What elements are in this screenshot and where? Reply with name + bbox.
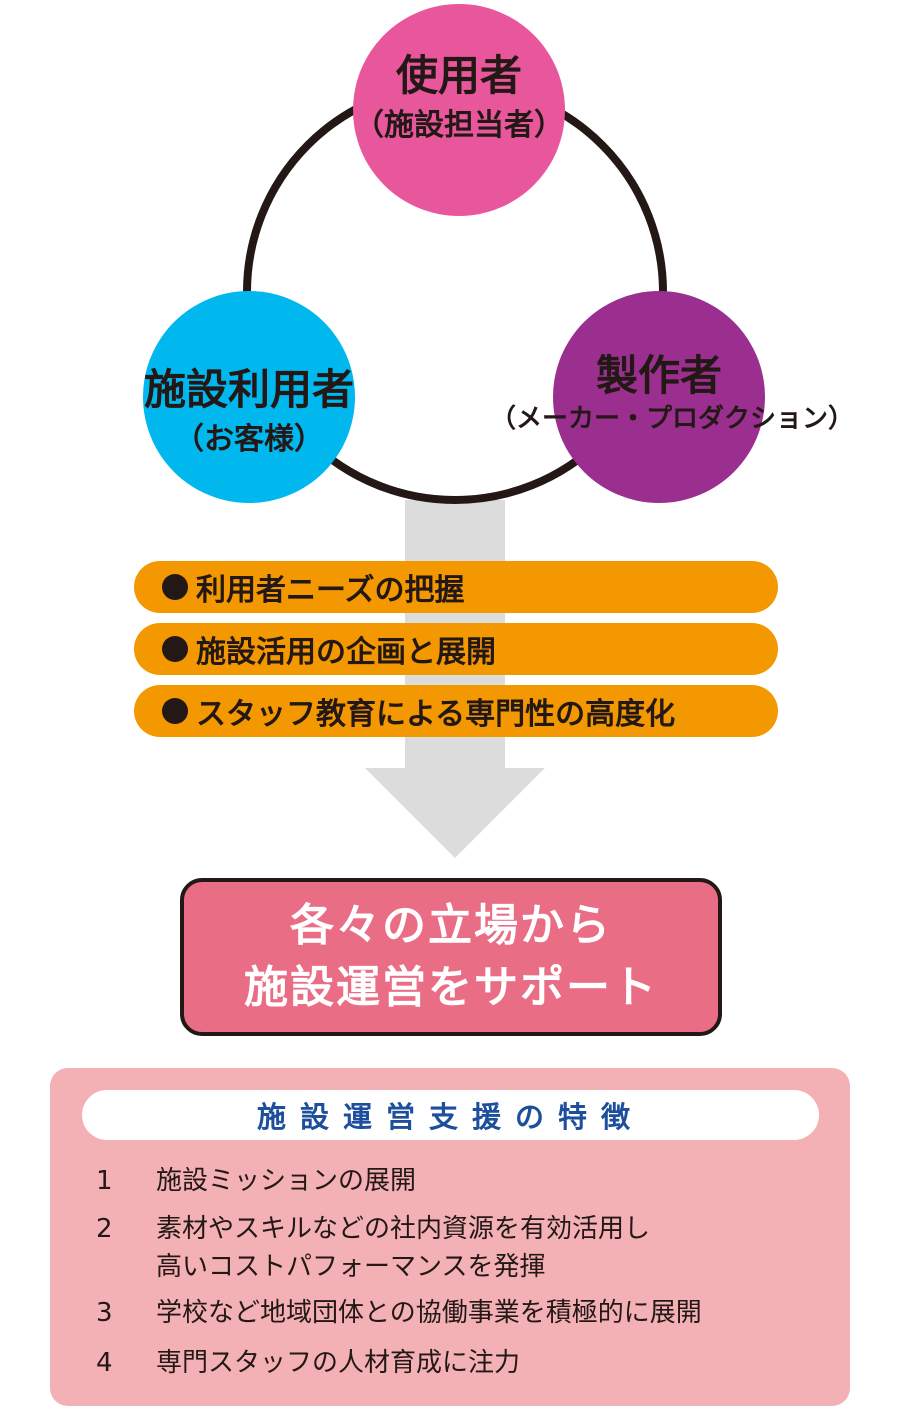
feature-number: 1 bbox=[96, 1166, 113, 1196]
result-box: 各々の立場から 施設運営をサポート bbox=[180, 878, 722, 1036]
role-pill-3: スタッフ教育による専門性の高度化 bbox=[134, 685, 778, 737]
result-line-2: 施設運営をサポート bbox=[244, 962, 658, 1013]
visitor-node-subtitle: （お客様） bbox=[174, 422, 324, 457]
maker-node-circle bbox=[553, 291, 765, 503]
user-node-subtitle: （施設担当者） bbox=[354, 108, 564, 143]
user-node-circle bbox=[353, 4, 565, 216]
role-pill-2: 施設活用の企画と展開 bbox=[134, 623, 778, 675]
bullet-icon bbox=[162, 698, 188, 724]
feature-item-1: 1 施設ミッションの展開 bbox=[96, 1162, 416, 1200]
role-pill-label: 利用者ニーズの把握 bbox=[196, 573, 465, 608]
features-heading-bar: 施設運営支援の特徴 bbox=[82, 1090, 819, 1140]
feature-text: 専門スタッフの人材育成に注力 bbox=[156, 1348, 521, 1378]
feature-item-4: 4 専門スタッフの人材育成に注力 bbox=[96, 1344, 520, 1382]
feature-text-line: 高いコストパフォーマンスを発揮 bbox=[156, 1252, 546, 1282]
user-node-title: 使用者 bbox=[395, 51, 522, 100]
role-pill-label: 施設活用の企画と展開 bbox=[196, 635, 496, 670]
feature-text-line: 素材やスキルなどの社内資源を有効活用し bbox=[156, 1214, 651, 1244]
feature-text: 素材やスキルなどの社内資源を有効活用し 高いコストパフォーマンスを発揮 bbox=[156, 1210, 650, 1286]
maker-node-subtitle: （メーカー・プロダクション） bbox=[490, 404, 855, 434]
visitor-node-title: 施設利用者 bbox=[143, 365, 354, 414]
feature-text: 学校など地域団体との協働事業を積極的に展開 bbox=[156, 1298, 702, 1328]
visitor-node-circle bbox=[143, 291, 355, 503]
feature-item-3: 3 学校など地域団体との協働事業を積極的に展開 bbox=[96, 1294, 702, 1332]
result-line-1: 各々の立場から bbox=[290, 900, 612, 951]
bullet-icon bbox=[162, 636, 188, 662]
features-panel: 施設運営支援の特徴 1 施設ミッションの展開 2 素材やスキルなどの社内資源を有効… bbox=[50, 1068, 850, 1406]
role-pill-1: 利用者ニーズの把握 bbox=[134, 561, 778, 613]
feature-number: 3 bbox=[96, 1298, 113, 1328]
down-arrow bbox=[365, 500, 545, 858]
features-heading: 施設運営支援の特徴 bbox=[256, 1100, 644, 1134]
role-pill-label: スタッフ教育による専門性の高度化 bbox=[196, 697, 676, 732]
bullet-icon bbox=[162, 574, 188, 600]
feature-number: 2 bbox=[96, 1214, 113, 1244]
feature-text: 施設ミッションの展開 bbox=[156, 1166, 417, 1196]
maker-node-title: 製作者 bbox=[595, 351, 722, 400]
feature-item-2: 2 素材やスキルなどの社内資源を有効活用し 高いコストパフォーマンスを発揮 bbox=[96, 1210, 650, 1286]
feature-number: 4 bbox=[96, 1348, 113, 1378]
